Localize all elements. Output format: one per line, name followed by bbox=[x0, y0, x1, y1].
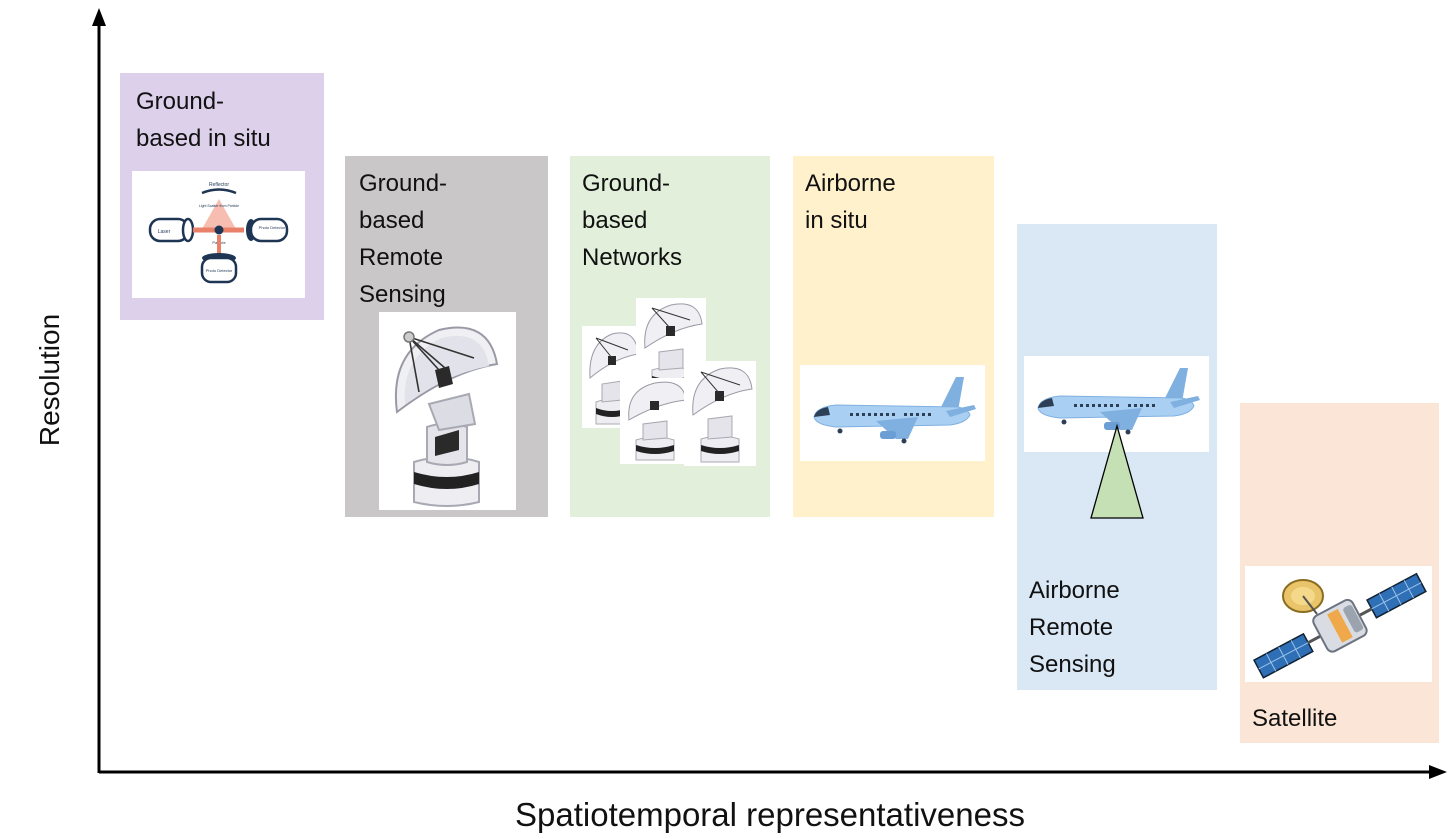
radar-dish-icon-4 bbox=[684, 361, 756, 466]
panel-label: Airborne Remote Sensing bbox=[1029, 577, 1120, 678]
panel-label: Satellite bbox=[1252, 705, 1338, 732]
radar-dish-icon bbox=[379, 312, 516, 510]
panel-label: Ground- based Networks bbox=[582, 170, 683, 271]
panel-ground-based-remote-sensing: Ground- based Remote Sensing bbox=[345, 156, 548, 517]
panel-ground-based-networks: Ground- based Networks bbox=[570, 156, 770, 517]
panel-airborne-remote-sensing: Airborne Remote Sensing bbox=[1017, 224, 1217, 690]
schematic-text-laser: Laser bbox=[158, 229, 171, 235]
x-axis-arrowhead bbox=[1429, 765, 1447, 779]
schematic-text-light-scatter: Light Scatter from Particle bbox=[199, 204, 239, 208]
y-axis-label: Resolution bbox=[34, 313, 65, 447]
schematic-text-reflector: Reflector bbox=[209, 182, 229, 188]
x-axis-label: Spatiotemporal representativeness bbox=[515, 796, 1025, 833]
schematic-text-photo-detector-right: Photo Detector bbox=[259, 225, 286, 230]
y-axis-arrowhead bbox=[92, 8, 106, 26]
panel-ground-based-in-situ: Ground- based in situ Reflector Light Sc… bbox=[120, 73, 324, 320]
satellite-icon bbox=[1245, 566, 1432, 682]
panel-airborne-in-situ: Airborne in situ bbox=[793, 156, 994, 517]
panel-label: Ground- based Remote Sensing bbox=[359, 170, 448, 308]
sensor-beam-icon bbox=[1090, 424, 1144, 519]
radar-dish-icon-3 bbox=[620, 378, 690, 464]
schematic-text-photo-detector-bottom: Photo Detector bbox=[206, 268, 233, 273]
particle-counter-schematic-icon: Reflector Light Scatter from Particle La… bbox=[132, 171, 305, 298]
panel-label: Ground- based in situ bbox=[136, 88, 271, 152]
panel-satellite: Satellite bbox=[1240, 403, 1439, 743]
panel-label: Airborne in situ bbox=[805, 170, 896, 234]
airplane-icon bbox=[800, 365, 985, 461]
